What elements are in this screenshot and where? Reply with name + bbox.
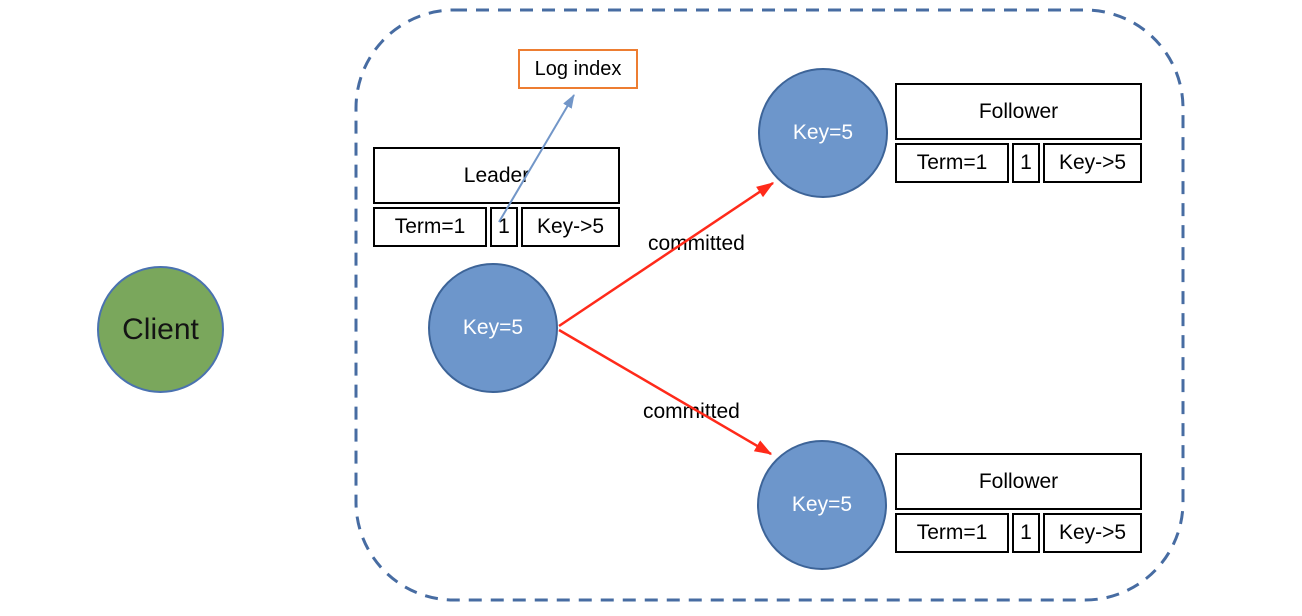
follower-table-bottom-cell-index: 1 [1012, 513, 1040, 553]
follower-table-top: Follower Term=1 1 Key->5 [895, 83, 1142, 183]
follower-table-top-cell-index: 1 [1012, 143, 1040, 183]
follower-table-top-row: Term=1 1 Key->5 [895, 143, 1142, 183]
follower-node-bottom: Key=5 [757, 440, 887, 570]
follower-table-bottom-cell-term: Term=1 [895, 513, 1009, 553]
leader-table-title: Leader [373, 147, 620, 204]
leader-node-label: Key=5 [462, 316, 524, 339]
client-node-label: Client [122, 312, 199, 346]
leader-table-cell-index: 1 [490, 207, 518, 247]
leader-node: Key=5 [428, 263, 558, 393]
follower-table-top-cell-term: Term=1 [895, 143, 1009, 183]
follower-node-top: Key=5 [758, 68, 888, 198]
committed-label-bottom: committed [643, 400, 740, 423]
client-node: Client [97, 266, 224, 393]
follower-table-bottom-cell-value: Key->5 [1043, 513, 1142, 553]
log-index-box: Log index [518, 49, 638, 89]
follower-table-bottom-title: Follower [895, 453, 1142, 510]
leader-table-row: Term=1 1 Key->5 [373, 207, 620, 247]
follower-table-bottom: Follower Term=1 1 Key->5 [895, 453, 1142, 553]
leader-table: Leader Term=1 1 Key->5 [373, 147, 620, 247]
follower-table-bottom-row: Term=1 1 Key->5 [895, 513, 1142, 553]
leader-table-cell-value: Key->5 [521, 207, 620, 247]
leader-table-cell-term: Term=1 [373, 207, 487, 247]
log-index-label: Log index [534, 57, 622, 80]
follower-table-top-title: Follower [895, 83, 1142, 140]
committed-label-top: committed [648, 232, 745, 255]
follower-node-bottom-label: Key=5 [791, 493, 853, 516]
committed-arrow-bottom [558, 328, 773, 456]
follower-node-top-label: Key=5 [792, 121, 854, 144]
follower-table-top-cell-value: Key->5 [1043, 143, 1142, 183]
